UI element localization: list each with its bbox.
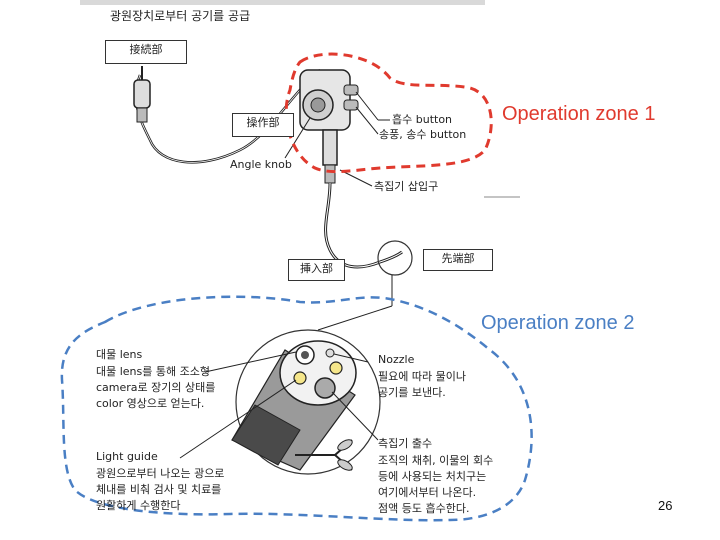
forceps-outlet-title: 측집기 출수: [378, 437, 433, 450]
tip-label: 先端部: [423, 249, 493, 271]
leader-forceps-out: [331, 391, 379, 441]
top-caption: 광원장치로부터 공기를 공급: [110, 9, 251, 23]
light-guide-title: Light guide: [96, 450, 158, 463]
air-water-button-label: 송풍, 송수 button: [379, 128, 467, 141]
tip-closeup: [231, 329, 381, 475]
objective-lens-title: 대물 lens: [96, 348, 143, 361]
insertion-tube: [324, 182, 403, 269]
angle-knob-label: Angle knob: [230, 158, 292, 171]
objective-lens-desc: 대물 lens를 통해 조소형 camera로 장기의 상태를 color 영상…: [96, 365, 216, 410]
insertion-label: 挿入部: [288, 259, 345, 281]
leader-airwater: [355, 106, 379, 135]
nozzle-title: Nozzle: [378, 353, 415, 366]
suction-button-label: 흡수 button: [392, 113, 453, 126]
nozzle-desc: 필요에 따라 물이나 공기를 보낸다.: [378, 370, 466, 399]
leader-light: [179, 379, 297, 459]
zone1-outline: [284, 52, 493, 174]
control-label: 操作部: [232, 113, 294, 137]
insertion-tube-highlight: [325, 182, 403, 268]
tip-magnifier-circle: [377, 240, 413, 276]
zone1-title: Operation zone 1: [502, 103, 656, 125]
leader-tip-zoom: [317, 305, 393, 331]
connector-plug-icon: [133, 66, 151, 123]
control-handle-icon: [299, 69, 359, 184]
forceps-outlet-desc: 조직의 채취, 이물의 회수 등에 사용되는 처치구는 여기에서부터 나온다. …: [378, 454, 494, 515]
leader-suction-2: [355, 91, 379, 121]
connector-label: 接続部: [105, 40, 187, 64]
leader-nozzle: [333, 353, 369, 363]
leader-angle: [284, 117, 311, 159]
page-number: 26: [658, 498, 673, 513]
zone2-title: Operation zone 2: [481, 312, 635, 334]
light-guide-desc: 광원으로부터 나오는 광으로 체내를 비춰 검사 및 치료를 원활하게 수행한다: [96, 467, 225, 512]
leader-lens: [204, 351, 297, 373]
zone2-outline: [60, 295, 533, 522]
forceps-inlet-label: 측집기 삽입구: [374, 180, 439, 193]
top-strip: [80, 0, 485, 5]
